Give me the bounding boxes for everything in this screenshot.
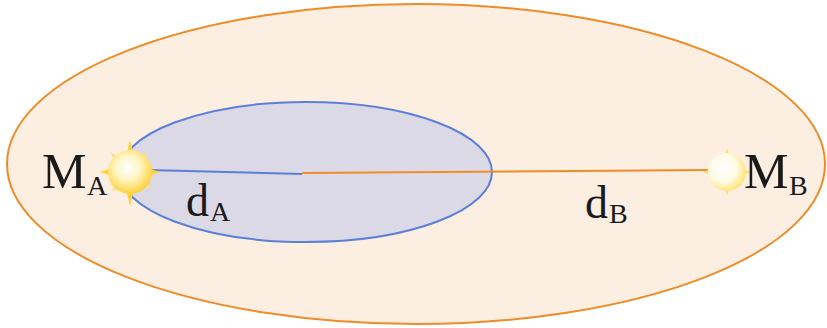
distance-line-b: [302, 170, 708, 173]
outer-orbit: [7, 4, 825, 324]
star-a: [100, 140, 160, 206]
mass-symbol: M: [42, 146, 86, 196]
distance-subscript: B: [609, 200, 628, 228]
distance-symbol: d: [186, 178, 209, 224]
distance-symbol: d: [585, 180, 608, 226]
mass-symbol: M: [744, 146, 788, 196]
distance-line-a: [148, 170, 302, 174]
mass-subscript: B: [789, 172, 808, 200]
distance-subscript: A: [210, 198, 230, 226]
mass-subscript: A: [87, 172, 107, 200]
